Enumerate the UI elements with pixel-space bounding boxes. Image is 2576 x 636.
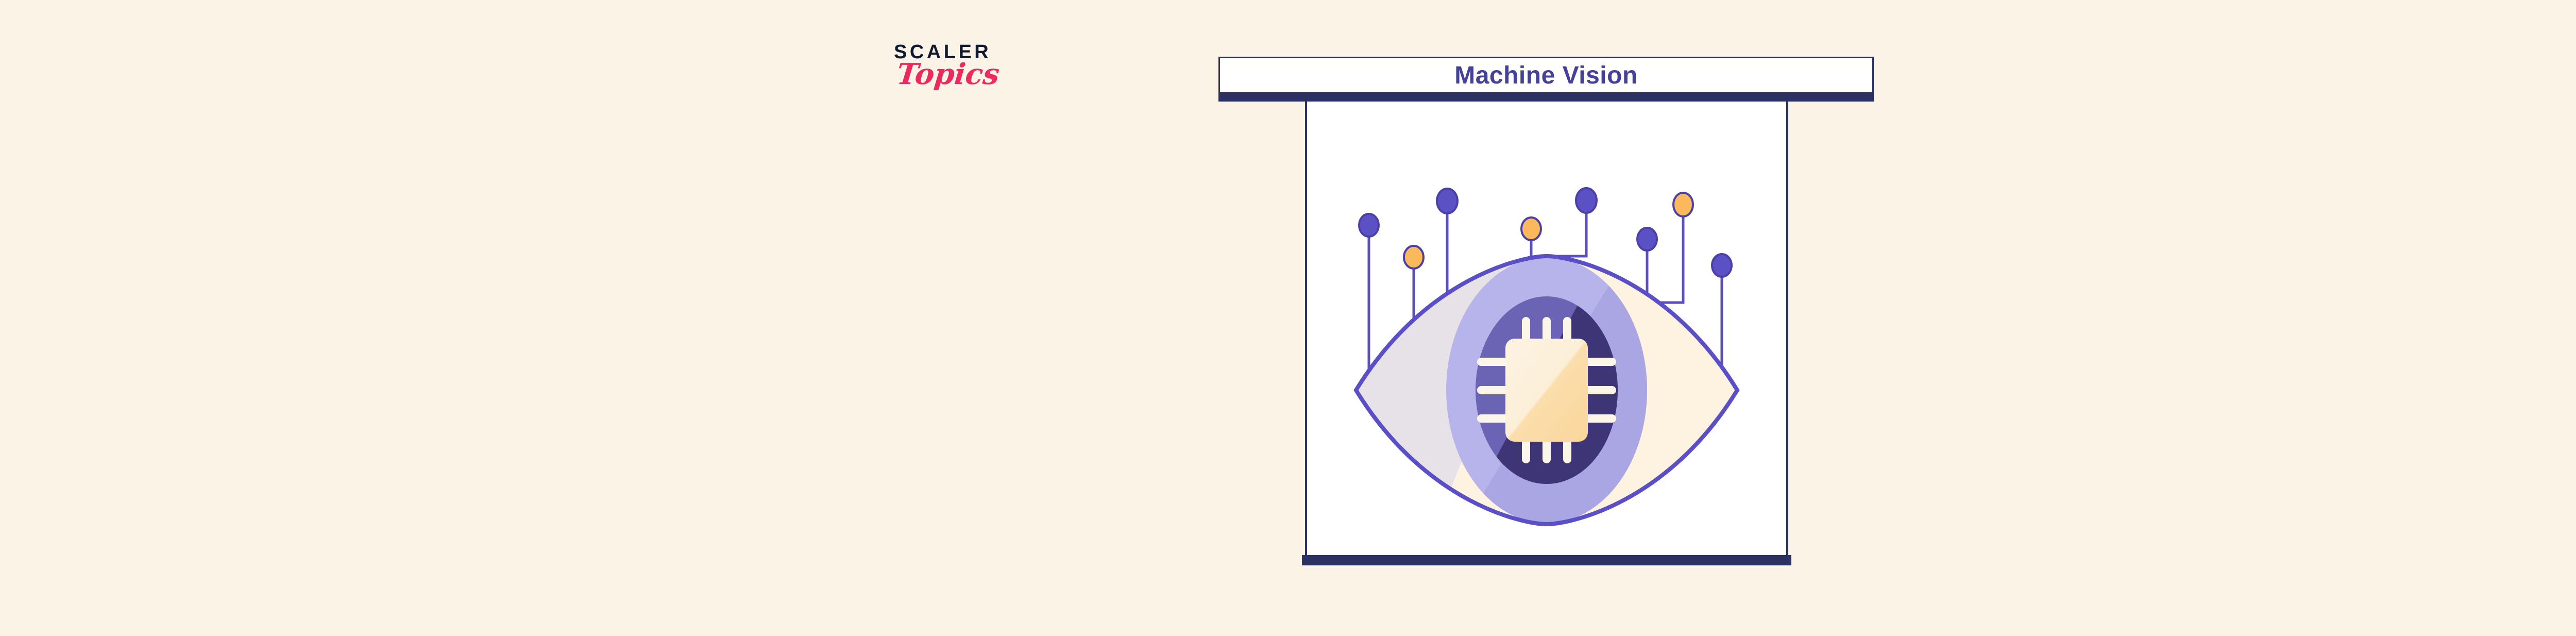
circuit-node-orange-2 — [1520, 216, 1542, 241]
circuit-node-purple-4 — [1636, 227, 1658, 252]
chip-body — [1505, 339, 1588, 442]
eye-outline — [1353, 254, 1740, 527]
chip-pin-left-1 — [1477, 358, 1509, 366]
chip-pin-right-3 — [1584, 414, 1616, 423]
circuit-node-purple-3 — [1575, 187, 1598, 214]
circuit-node-purple-2 — [1436, 188, 1459, 214]
circuit-nodes — [1358, 187, 1733, 278]
card-footer-bar — [1302, 555, 1791, 565]
trace-7 — [1653, 214, 1685, 304]
scaler-topics-logo[interactable]: SCALER Topics — [894, 42, 1028, 120]
chip-pin-right-1 — [1584, 358, 1616, 366]
card-header-bottom-bar — [1218, 94, 1874, 102]
chip-pin-right-2 — [1584, 386, 1616, 394]
page-title: Machine Vision — [1454, 61, 1638, 89]
chip-pin-left-2 — [1477, 386, 1509, 394]
machine-vision-illustration — [1353, 187, 1740, 527]
circuit-node-orange-1 — [1403, 245, 1425, 270]
card-body-panel — [1305, 102, 1788, 555]
circuit-node-purple-5 — [1711, 253, 1733, 278]
logo-product-text: Topics — [895, 57, 1002, 91]
chip-pin-left-3 — [1477, 414, 1509, 423]
cpu-chip-icon — [1477, 317, 1616, 463]
circuit-node-purple-1 — [1358, 213, 1380, 238]
circuit-node-orange-3 — [1672, 192, 1694, 217]
card-header-box — [1218, 57, 1874, 94]
machine-vision-card: Machine Vision — [1218, 57, 1874, 577]
logo-brand-text: SCALER — [894, 41, 992, 63]
